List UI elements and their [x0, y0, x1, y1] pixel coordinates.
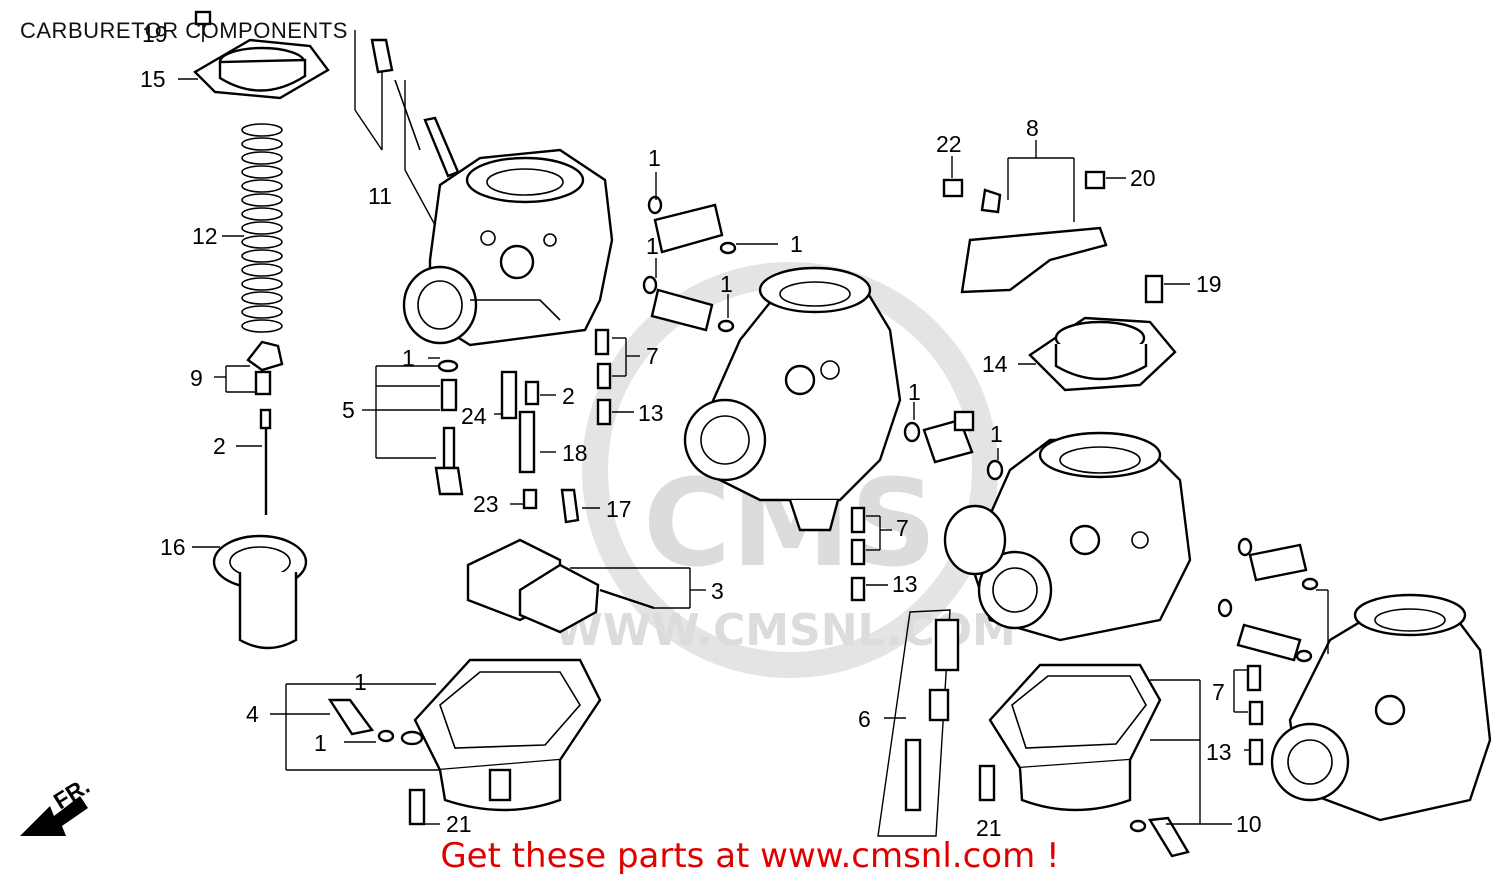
- float-bowl-left: [270, 658, 602, 826]
- carburetor-body-3: [943, 431, 1192, 642]
- direction-marker: FR.: [20, 773, 94, 836]
- callout-8: 8: [1026, 115, 1039, 141]
- callout-7-b: 7: [896, 515, 909, 541]
- spring: [241, 123, 283, 333]
- callout-18: 18: [562, 440, 588, 466]
- top-cover-right: [1018, 316, 1177, 392]
- callout-21-left: 21: [446, 811, 472, 837]
- callout-1-bowl-b: 1: [314, 730, 327, 756]
- callout-1-jet: 1: [402, 345, 415, 371]
- callout-1-b: 1: [790, 231, 803, 257]
- float: [466, 538, 706, 634]
- carburetor-body-2: [594, 172, 902, 532]
- callout-19-top: 19: [142, 21, 168, 47]
- callout-1-d: 1: [720, 271, 733, 297]
- arrow-forward-icon: [20, 796, 88, 836]
- callout-1-c: 1: [646, 233, 659, 259]
- callout-4: 4: [246, 701, 259, 727]
- callout-1-bowl-a: 1: [354, 669, 367, 695]
- vacuum-piston: [238, 572, 298, 650]
- carburetor-body-4: [1217, 537, 1492, 822]
- callout-11: 11: [368, 183, 392, 209]
- callout-10: 10: [1236, 811, 1262, 837]
- callout-13-a: 13: [638, 400, 664, 426]
- float-bowl-right: [978, 663, 1232, 858]
- connector-pipe: [850, 402, 1004, 602]
- callout-20: 20: [1130, 165, 1156, 191]
- callout-9: 9: [190, 365, 203, 391]
- callout-22: 22: [936, 131, 962, 157]
- jet-column: [362, 357, 464, 496]
- diaphragm-stack: [193, 10, 330, 650]
- callout-5: 5: [342, 397, 355, 423]
- callout-12: 12: [192, 223, 218, 249]
- callout-16: 16: [160, 534, 186, 560]
- callout-23: 23: [473, 491, 499, 517]
- carburetor-body-1: [370, 38, 614, 347]
- callout-1-f: 1: [990, 421, 1003, 447]
- footer-link[interactable]: Get these parts at www.cmsnl.com !: [440, 836, 1060, 876]
- callout-7-a: 7: [646, 343, 659, 369]
- callout-7-c: 7: [1212, 679, 1225, 705]
- callout-19-right: 19: [1196, 271, 1222, 297]
- middle-small-parts: [494, 370, 600, 524]
- callout-1-e: 1: [908, 379, 921, 405]
- bracket: [942, 140, 1190, 304]
- callout-21-right: 21: [976, 815, 1002, 841]
- callout-14: 14: [982, 351, 1008, 377]
- callout-3: 3: [711, 578, 724, 604]
- callout-24: 24: [461, 403, 487, 429]
- callout-2-mid: 2: [562, 383, 575, 409]
- page-title: CARBURETOR COMPONENTS: [20, 18, 348, 43]
- callout-13-b: 13: [892, 571, 918, 597]
- callout-labels: 19 15 12 9 2 16 11 1 5 24 2 18 23 17 3 1…: [140, 21, 1262, 841]
- callout-6: 6: [858, 706, 871, 732]
- callout-17: 17: [606, 496, 632, 522]
- callout-2-left: 2: [213, 433, 226, 459]
- callout-13-c: 13: [1206, 739, 1232, 765]
- callout-1-a: 1: [648, 145, 661, 171]
- jet-assembly-box: [877, 609, 960, 837]
- leader-lines-left: [178, 30, 436, 548]
- callout-15: 15: [140, 66, 166, 92]
